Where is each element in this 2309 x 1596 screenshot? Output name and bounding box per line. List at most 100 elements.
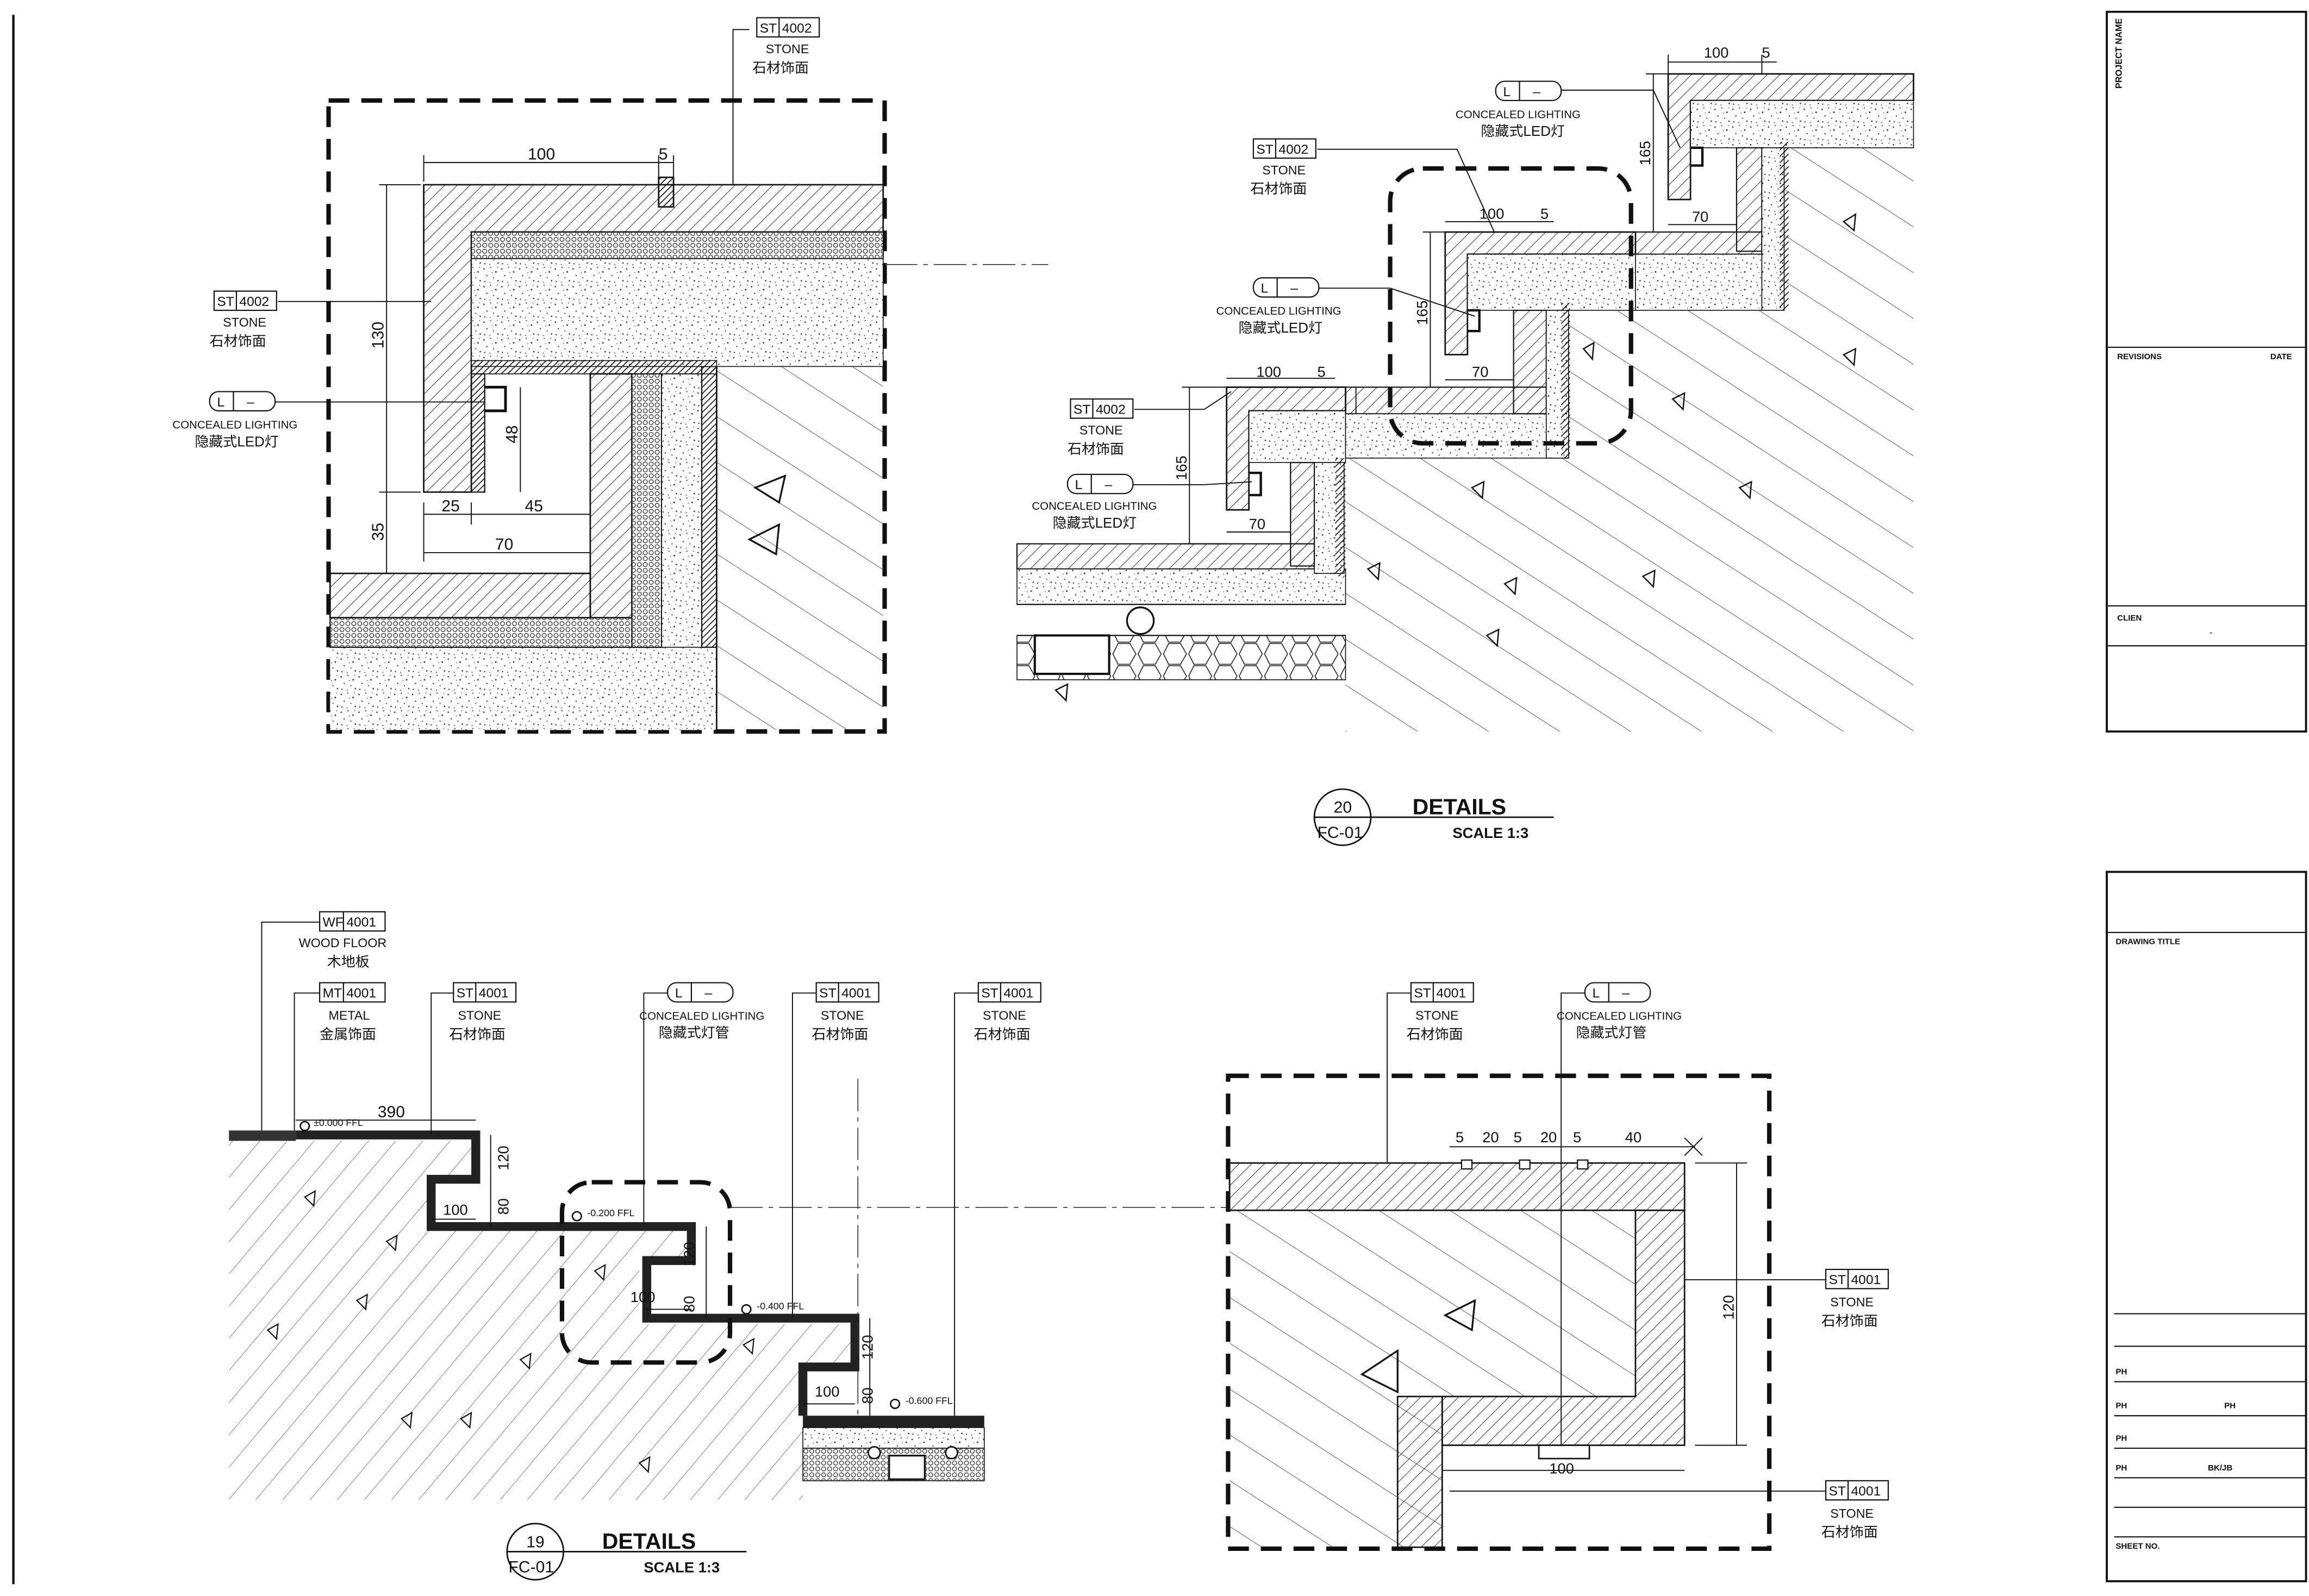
tag-cn: 隐藏式LED灯 (1053, 515, 1137, 531)
detail-callout-20: 20 FC-01 DETAILS SCALE 1:3 (1313, 788, 1554, 846)
dim-100-a: 100 (443, 1201, 468, 1218)
tag-num: – (1290, 281, 1298, 296)
tag-en: STONE (458, 1008, 501, 1022)
tag-code: L (217, 395, 224, 410)
bkjb-label: BK/JB (2208, 1463, 2232, 1473)
tag-code: ST (819, 986, 836, 1001)
level-marker-200: -0.200 FFL (571, 1207, 635, 1222)
dim-5-top: 5 (1762, 44, 1770, 61)
tag-en: STONE (821, 1008, 864, 1022)
dim-70: 70 (495, 536, 513, 554)
tag-num: 4001 (1851, 1484, 1881, 1499)
dim-80-b: 80 (681, 1296, 697, 1312)
tag-led-low: L – CONCEALED LIGHTING 隐藏式LED灯 (1032, 473, 1157, 531)
tag-code: ST (1074, 403, 1090, 417)
tag-st4001-b: ST 4001 STONE 石材饰面 (812, 982, 879, 1042)
tag-code: L (1593, 986, 1600, 1001)
detail-stair-section-19: 390 120 80 100 120 80 100 120 80 100 ±0.… (229, 911, 1228, 1500)
tag-code: ST (1829, 1273, 1845, 1287)
callout-title: DETAILS (602, 1529, 696, 1554)
tag-en: CONCEALED LIGHTING (1032, 500, 1157, 512)
tag-cn: 石材饰面 (812, 1027, 869, 1042)
dim-80-a: 80 (495, 1198, 511, 1215)
tag-en: STONE (1830, 1295, 1874, 1309)
tag-num: 4002 (1278, 142, 1308, 157)
tag-cn: 隐藏式LED灯 (195, 434, 278, 449)
tag-st4001-c: ST 4001 STONE 石材饰面 (974, 982, 1041, 1042)
dim-48: 48 (503, 425, 521, 443)
level-marker-400: -0.400 FFL (741, 1300, 804, 1315)
dim-5-b: 5 (1514, 1129, 1522, 1146)
tag-num: 4001 (1851, 1273, 1881, 1287)
tag-num: 4002 (782, 21, 812, 36)
dim-20-b: 20 (1540, 1129, 1557, 1146)
tag-cn: 隐藏式灯管 (659, 1025, 729, 1041)
tag-cn: 石材饰面 (1821, 1524, 1878, 1540)
dim-70-top: 70 (1692, 208, 1708, 225)
ph-label-4: PH (2115, 1434, 2127, 1443)
tag-cn: 隐藏式灯管 (1576, 1025, 1646, 1041)
ph-label-1: PH (2115, 1367, 2127, 1376)
callout-number: 19 (526, 1533, 544, 1551)
tag-en: STONE (1415, 1008, 1459, 1022)
dim-80-c: 80 (859, 1387, 876, 1404)
tag-cn: 金属饰面 (320, 1027, 376, 1042)
detail-callout-19: 19 FC-01 DETAILS SCALE 1:3 (506, 1523, 747, 1581)
dim-165-top: 165 (1637, 141, 1653, 165)
dim-100-low: 100 (1256, 364, 1281, 380)
callout-sheet: FC-01 (1318, 824, 1363, 842)
tag-en: CONCEALED LIGHTING (1456, 109, 1581, 121)
project-name-label: PROJECT NAME (2114, 18, 2124, 89)
level-label: ±0.000 FFL (314, 1117, 363, 1128)
dim-120-c: 120 (859, 1335, 876, 1360)
tag-st4002-mid: ST 4002 STONE 石材饰面 (1250, 138, 1316, 197)
tag-st4002-left: ST 4002 STONE 石材饰面 (210, 290, 277, 349)
dim-120-a: 120 (495, 1146, 511, 1170)
tag-en: CONCEALED LIGHTING (1557, 1010, 1682, 1022)
dim-165-mid: 165 (1414, 301, 1431, 325)
detail-nosing-enlarged: 100 5 130 35 48 25 45 70 ST 4002 STONE 石… (172, 17, 1049, 734)
level-label: -0.400 FFL (757, 1300, 804, 1311)
tag-cn: 石材饰面 (1250, 181, 1307, 197)
tag-st4001-f: ST 4001 STONE 石材饰面 (1821, 1480, 1889, 1540)
tag-en: STONE (766, 42, 809, 56)
callout-scale: SCALE 1:3 (1452, 824, 1528, 841)
dim-100: 100 (528, 146, 555, 164)
tag-en: CONCEALED LIGHTING (639, 1010, 764, 1022)
dim-35: 35 (370, 523, 388, 541)
level-marker-600: -0.600 FFL (890, 1395, 953, 1409)
client-label: CLIEN (2117, 614, 2142, 623)
dim-5-a: 5 (1456, 1129, 1464, 1146)
dim-40: 40 (1625, 1129, 1642, 1146)
tag-cn: 石材饰面 (1407, 1027, 1463, 1042)
tag-code: L (675, 986, 683, 1001)
sheet-frame (12, 10, 2307, 1585)
dim-100-c: 100 (815, 1383, 840, 1400)
tag-cn: 木地板 (327, 954, 370, 970)
tag-en: CONCEALED LIGHTING (172, 419, 297, 431)
tag-cn: 隐藏式LED灯 (1239, 320, 1322, 336)
callout-number: 20 (1334, 799, 1352, 817)
level-marker-0: ±0.000 FFL (299, 1117, 363, 1131)
tag-num: 4001 (841, 986, 871, 1001)
dim-120: 120 (1720, 1295, 1737, 1319)
tag-num: 4001 (346, 915, 376, 930)
drawing-title-label: DRAWING TITLE (2115, 937, 2180, 947)
tag-led-left: L – CONCEALED LIGHTING 隐藏式LED灯 (172, 391, 297, 449)
tag-code: WF (323, 915, 344, 930)
tag-led-top: L – CONCEALED LIGHTING 隐藏式LED灯 (1456, 80, 1581, 139)
dim-5-c: 5 (1573, 1129, 1581, 1146)
tag-en: STONE (223, 315, 266, 329)
level-label: -0.200 FFL (587, 1207, 634, 1218)
tag-cn: 石材饰面 (1821, 1313, 1878, 1329)
ph-label-3: PH (2224, 1401, 2236, 1411)
tag-st4002-low: ST 4002 STONE 石材饰面 (1068, 398, 1134, 457)
tag-cn: 石材饰面 (752, 60, 809, 76)
tag-code: ST (1414, 986, 1431, 1001)
tag-num: 4001 (479, 986, 509, 1001)
tag-st4001-e: ST 4001 STONE 石材饰面 (1821, 1268, 1889, 1329)
ph-label-5: PH (2115, 1463, 2127, 1473)
tag-num: 4002 (1096, 403, 1126, 417)
tag-wf4001: WF 4001 WOOD FLOOR 木地板 (299, 911, 386, 970)
tag-tube-b: L – CONCEALED LIGHTING 隐藏式灯管 (1557, 982, 1682, 1041)
